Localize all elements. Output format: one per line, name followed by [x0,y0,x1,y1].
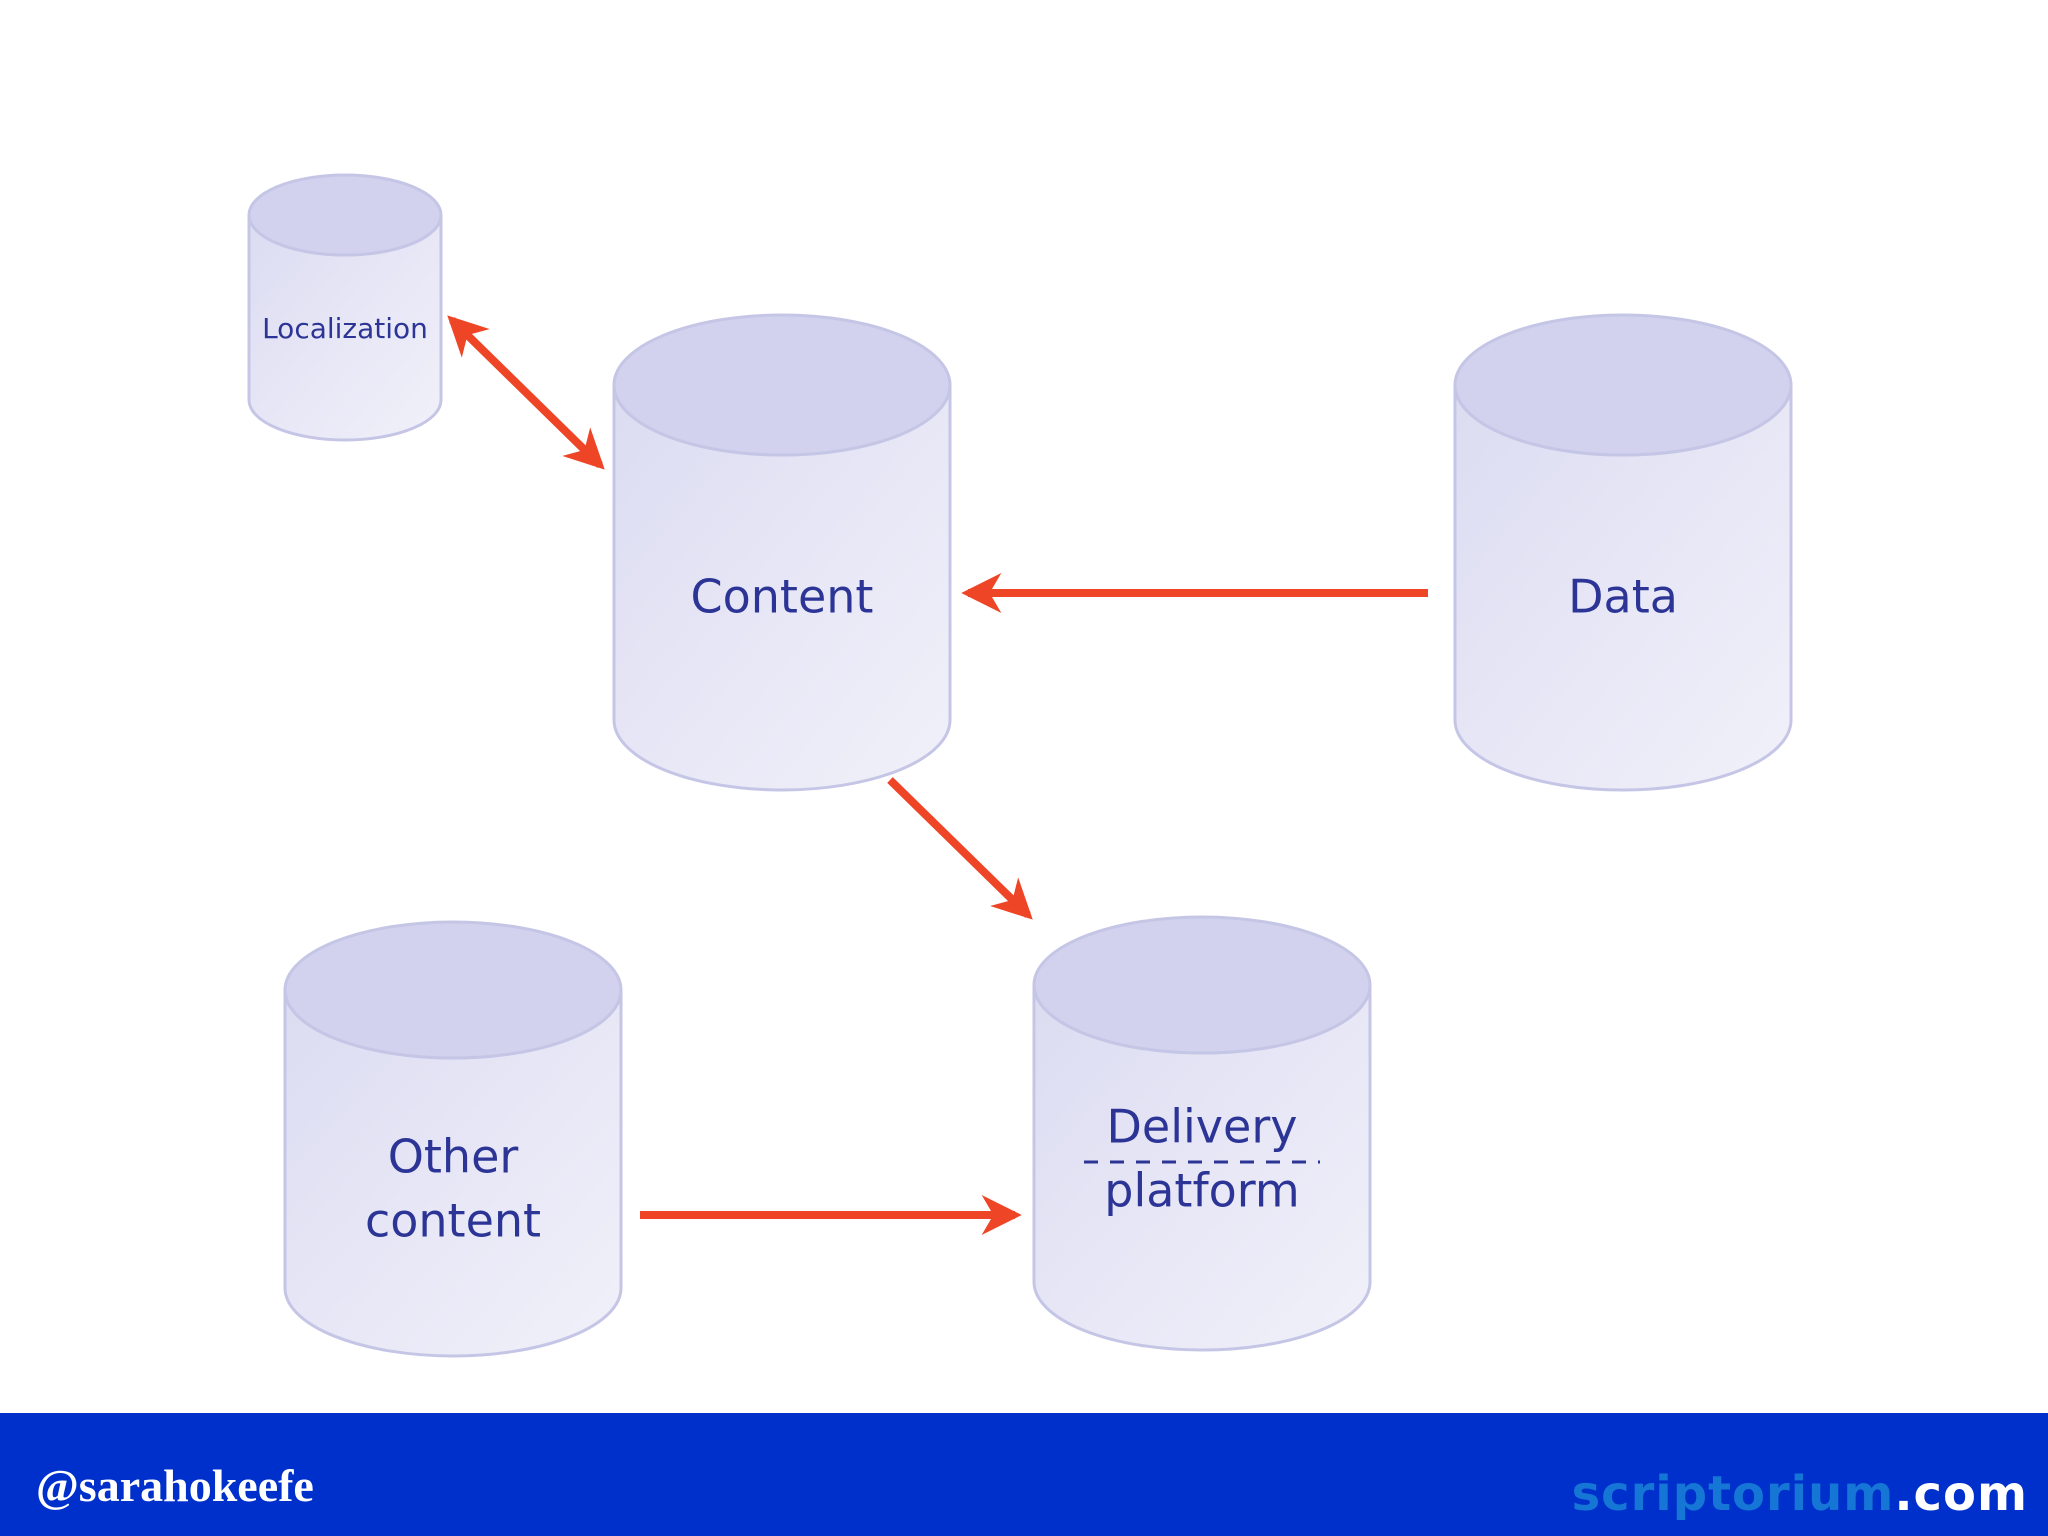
twitter-handle: @sarahokeefe [36,1460,314,1511]
data-cylinder-top [1453,313,1793,457]
content-cylinder: Content [612,313,952,792]
arrow-content-to-delivery-platform [887,777,1033,920]
data-cylinder: Data [1453,313,1793,792]
other-content-cylinder-top [283,920,623,1060]
other-content-cylinder: Other content [283,920,623,1358]
localization-label-line-1: Localization [262,312,428,345]
delivery-platform-label-line-1: Delivery [1107,1100,1298,1154]
other-content-label-line-2: content [365,1194,541,1248]
arrow-localization-to-content [447,315,605,470]
localization-cylinder-top [247,173,443,257]
other-content-label-line-1: Other [388,1130,519,1184]
brand-name: scriptorium [1571,1466,1895,1522]
delivery-platform-label-line-2: platform [1104,1164,1299,1218]
brand-domain: .com [1894,1466,2028,1522]
content-label-line-1: Content [691,570,874,624]
data-label-line-1: Data [1568,570,1678,624]
delivery-platform-cylinder-top [1032,915,1372,1055]
delivery-platform-cylinder: Delivery platform [1032,915,1372,1352]
content-cylinder-top [612,313,952,457]
footer-bar [0,1413,2048,1536]
localization-cylinder: Localization [247,173,443,442]
brand-logo: scriptorium.com [1572,1470,2028,1518]
